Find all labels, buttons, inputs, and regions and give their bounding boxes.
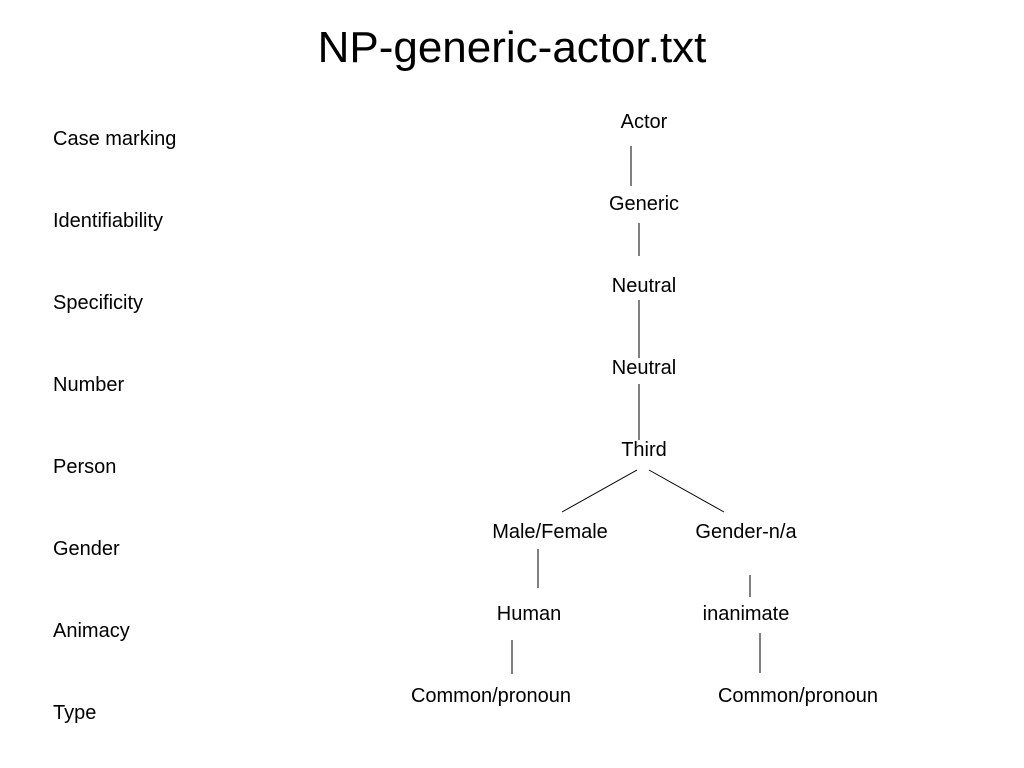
row-label-type: Type <box>53 702 97 724</box>
row-label-animacy: Animacy <box>53 620 130 642</box>
edge-third-malefemale <box>561 469 638 513</box>
node-type-common-pronoun-right: Common/pronoun <box>717 685 879 707</box>
row-label-number: Number <box>53 374 125 396</box>
row-label-case-marking: Case marking <box>53 128 177 150</box>
node-gender-na: Gender-n/a <box>695 521 797 543</box>
node-actor: Actor <box>620 111 668 133</box>
node-number-neutral: Neutral <box>611 357 677 379</box>
row-label-identifiability: Identifiability <box>53 210 164 232</box>
node-specificity-neutral: Neutral <box>611 275 677 297</box>
row-label-gender: Gender <box>53 538 120 560</box>
node-gender-male-female: Male/Female <box>492 521 608 543</box>
row-label-person: Person <box>53 456 117 478</box>
slide-title: NP-generic-actor.txt <box>317 23 707 72</box>
node-animacy-inanimate: inanimate <box>702 603 790 625</box>
edge-third-gendernna <box>648 469 725 513</box>
node-type-common-pronoun-left: Common/pronoun <box>410 685 572 707</box>
node-generic: Generic <box>608 193 680 215</box>
node-person-third: Third <box>621 439 667 461</box>
row-label-specificity: Specificity <box>53 292 144 314</box>
node-animacy-human: Human <box>496 603 562 625</box>
